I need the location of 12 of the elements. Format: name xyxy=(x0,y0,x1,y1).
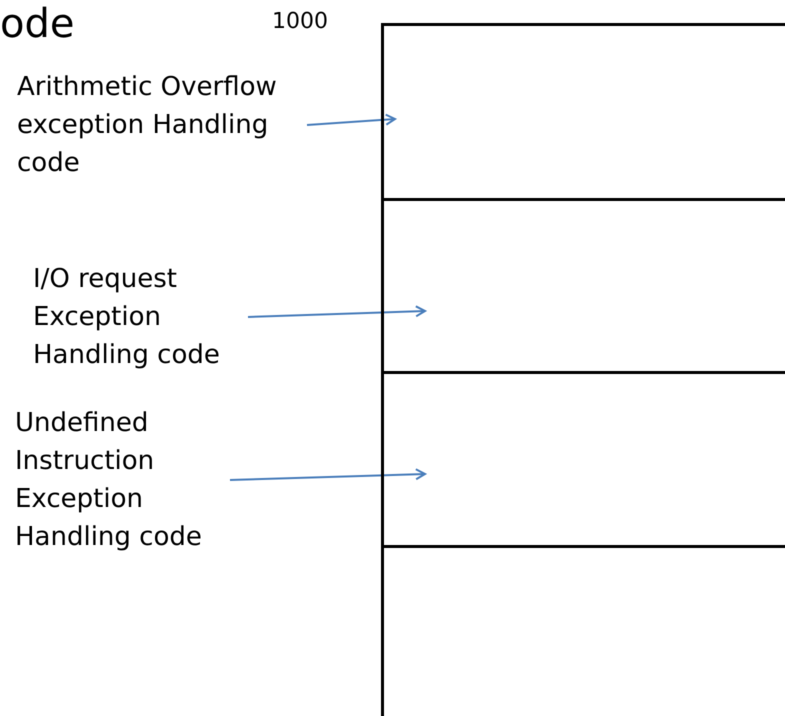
memory-region xyxy=(381,198,785,371)
title-text: ode xyxy=(0,0,74,48)
callout-label: Undefined Instruction Exception Handling code xyxy=(15,404,220,556)
callout-label: I/O request Exception Handling code xyxy=(33,260,238,374)
arrow xyxy=(306,114,396,126)
memory-region xyxy=(381,545,785,716)
memory-region xyxy=(381,371,785,545)
arrow xyxy=(248,305,426,318)
arrow xyxy=(230,468,426,481)
memory-region xyxy=(381,23,785,198)
callout-label: Arithmetic Overflow exception Handling code xyxy=(17,68,297,182)
address-label: 1000 xyxy=(272,8,328,36)
